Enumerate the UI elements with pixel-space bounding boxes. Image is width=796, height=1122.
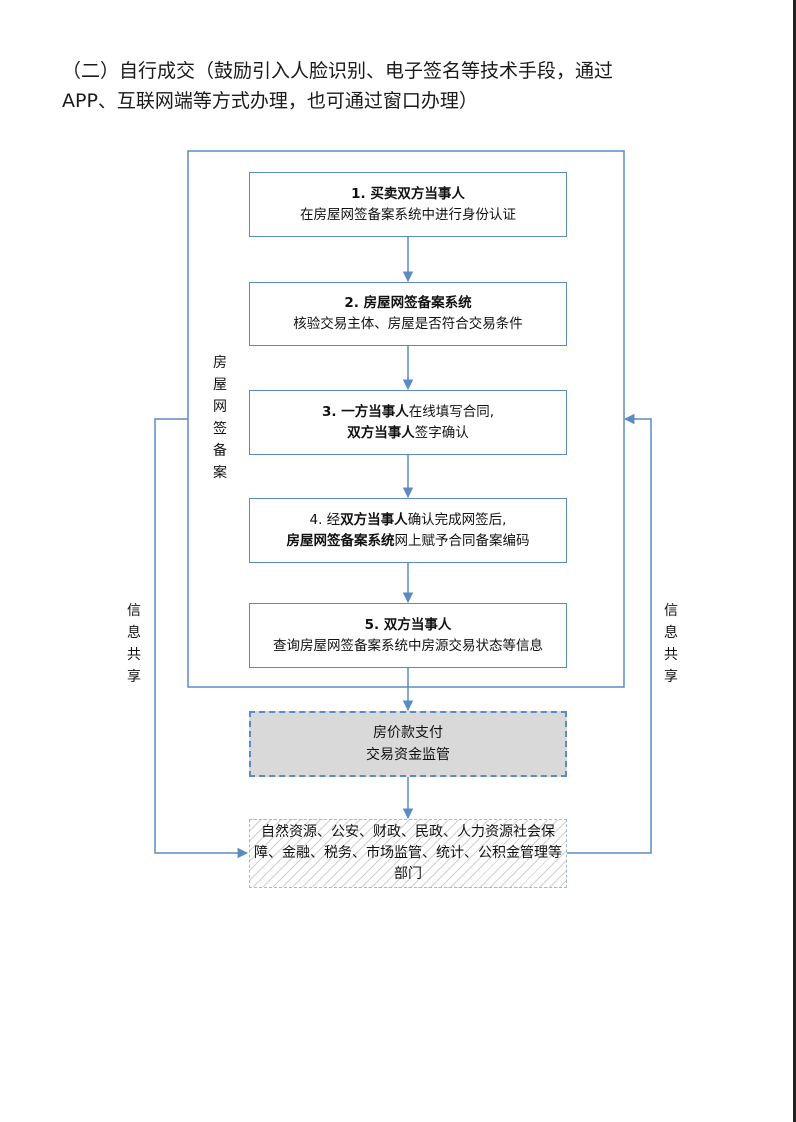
step-2-box: 2. 房屋网签备案系统 核验交易主体、房屋是否符合交易条件 bbox=[249, 282, 567, 346]
step-4-text-2: 网上赋予合同备案编码 bbox=[394, 532, 530, 549]
step-3-bold-2: 双方当事人 bbox=[347, 424, 415, 441]
departments-text: 自然资源、公安、财政、民政、人力资源社会保障、金融、税务、市场监管、统计、公积金… bbox=[254, 824, 562, 882]
info-share-label-left: 信息共享 bbox=[127, 603, 141, 685]
payment-line-2: 交易资金监管 bbox=[366, 747, 450, 763]
step-5-box: 5. 双方当事人 查询房屋网签备案系统中房源交易状态等信息 bbox=[249, 603, 567, 668]
step-3-line-1: 3. 一方当事人在线填写合同, bbox=[322, 402, 494, 423]
heading-line-1: （二）自行成交（鼓励引入人脸识别、电子签名等技术手段，通过 bbox=[62, 60, 614, 82]
step-2-title: 2. 房屋网签备案系统 bbox=[344, 295, 472, 311]
info-share-label-right: 信息共享 bbox=[664, 603, 678, 685]
step-3-box: 3. 一方当事人在线填写合同, 双方当事人签字确认 bbox=[249, 390, 567, 455]
payment-supervision-box: 房价款支付 交易资金监管 bbox=[249, 711, 567, 777]
step-1-body: 在房屋网签备案系统中进行身份认证 bbox=[300, 206, 516, 223]
step-4-line-1: 4. 经双方当事人确认完成网签后, bbox=[310, 510, 507, 531]
info-share-right-line bbox=[567, 413, 652, 854]
info-share-left-line bbox=[154, 418, 249, 859]
step-4-bold-1: 双方当事人 bbox=[340, 511, 408, 528]
step-5-title: 5. 双方当事人 bbox=[364, 616, 452, 633]
step-1-box: 1. 买卖双方当事人 在房屋网签备案系统中进行身份认证 bbox=[249, 172, 567, 237]
step-3-line-2: 双方当事人签字确认 bbox=[347, 423, 469, 444]
step-4-line-2: 房屋网签备案系统网上赋予合同备案编码 bbox=[287, 531, 530, 552]
page-edge bbox=[793, 0, 796, 1122]
step-3-bold-1: 3. 一方当事人 bbox=[321, 403, 409, 420]
step-4-text-1: 确认完成网签后, bbox=[407, 511, 507, 528]
step-3-text-2: 签字确认 bbox=[414, 424, 469, 441]
step-1-title: 1. 买卖双方当事人 bbox=[351, 185, 465, 202]
step-4-prefix: 4. 经 bbox=[309, 511, 341, 528]
page-heading: （二）自行成交（鼓励引入人脸识别、电子签名等技术手段，通过 APP、互联网端等方… bbox=[62, 56, 762, 116]
step-4-box: 4. 经双方当事人确认完成网签后, 房屋网签备案系统网上赋予合同备案编码 bbox=[249, 498, 567, 563]
step-2-body: 核验交易主体、房屋是否符合交易条件 bbox=[293, 316, 523, 332]
step-4-bold-2: 房屋网签备案系统 bbox=[286, 532, 395, 549]
step-3-text-1: 在线填写合同, bbox=[408, 403, 495, 420]
side-label-signing: 房屋网签备案 bbox=[213, 355, 227, 481]
step-5-body: 查询房屋网签备案系统中房源交易状态等信息 bbox=[273, 637, 543, 654]
payment-line-1: 房价款支付 bbox=[373, 725, 443, 741]
departments-box: 自然资源、公安、财政、民政、人力资源社会保障、金融、税务、市场监管、统计、公积金… bbox=[249, 819, 567, 888]
heading-line-2: APP、互联网端等方式办理，也可通过窗口办理） bbox=[62, 90, 478, 112]
